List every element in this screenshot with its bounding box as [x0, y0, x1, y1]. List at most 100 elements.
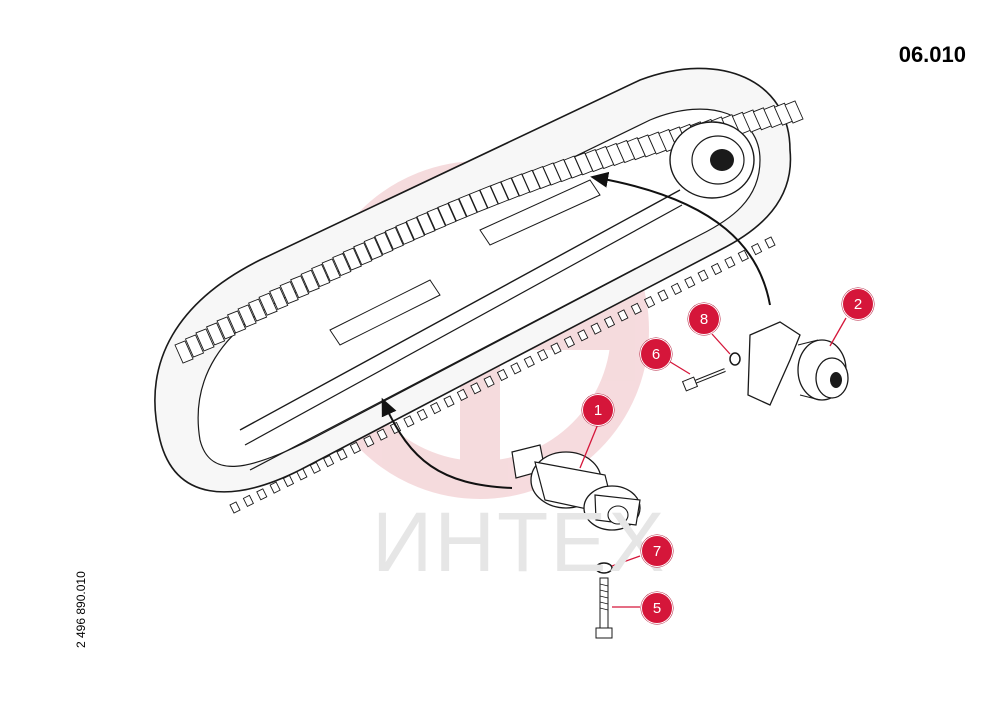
callout-7[interactable]: 7 [641, 535, 673, 567]
track-link [403, 415, 415, 428]
track-shoe [395, 221, 415, 245]
track-link [550, 342, 562, 355]
track-shoe [458, 193, 478, 218]
track-shoe [184, 334, 205, 358]
track-shoe [269, 286, 289, 310]
track-roller-drawing [511, 444, 641, 531]
sprocket [669, 121, 755, 199]
track-link [483, 375, 495, 388]
track-shoe [279, 281, 299, 305]
track-link [376, 428, 388, 441]
track-link [429, 401, 442, 415]
track-link [617, 309, 629, 322]
track-shoe [311, 263, 331, 288]
track-shoe [300, 269, 320, 293]
track-link [322, 454, 335, 468]
track-link [296, 468, 308, 481]
track-shoe [174, 340, 194, 364]
track-link [684, 276, 696, 289]
track-shoe [247, 298, 268, 322]
track-link [536, 348, 549, 362]
callout-6[interactable]: 6 [640, 338, 672, 370]
arrow-to-sprocket [590, 171, 771, 306]
track-shoe [384, 226, 404, 250]
track-shoe [437, 202, 457, 226]
track-inner-outline [197, 108, 761, 467]
track-link [630, 302, 642, 315]
track-shoe [363, 236, 383, 261]
track-shoe [447, 198, 468, 222]
track-shoe [342, 247, 362, 271]
spring-washer-drawing [729, 352, 741, 366]
callout-2[interactable]: 2 [842, 288, 874, 320]
track-shoe [784, 100, 804, 124]
track-link [470, 382, 482, 395]
track-link [416, 408, 428, 421]
track-link [737, 249, 749, 262]
track-link [349, 441, 362, 455]
frame-rail-low [249, 239, 691, 471]
track-shoe [321, 258, 341, 282]
track-shoe [500, 177, 520, 201]
frame-rail-top [239, 189, 681, 431]
track-link [724, 256, 736, 269]
drawing-number: 2 496 890.010 [74, 571, 88, 648]
track-shoe [374, 231, 394, 255]
bracket-bolt-drawing [681, 368, 726, 392]
arrow-to-frame [381, 397, 513, 489]
track-link [603, 315, 616, 329]
track-link [577, 329, 589, 342]
track-shoe [489, 181, 510, 205]
track-shoe [195, 328, 215, 352]
track-shoes [174, 100, 804, 514]
track-link [643, 295, 656, 309]
track-shoe [426, 207, 447, 231]
track-link [750, 242, 763, 256]
frame-rail-mid [244, 204, 683, 446]
callout-5[interactable]: 5 [641, 592, 673, 624]
track-shoe [258, 292, 278, 316]
track-link [710, 262, 723, 276]
track-shoe [332, 252, 352, 277]
track-link [456, 388, 469, 402]
carrier-roller-drawing [747, 321, 849, 406]
track-link [764, 236, 776, 249]
track-link [443, 395, 455, 408]
track-link [657, 289, 669, 302]
callout-1[interactable]: 1 [582, 394, 614, 426]
track-shoe [405, 216, 426, 241]
track-link [269, 481, 281, 494]
leader-lines [579, 317, 847, 608]
track-link [496, 368, 509, 382]
track-shoe [416, 212, 436, 236]
track-link [336, 448, 348, 461]
track-shoe [353, 242, 373, 266]
track-link [523, 355, 535, 368]
track-link [697, 269, 709, 282]
track-shoe [479, 185, 499, 209]
track-shoe [290, 275, 310, 299]
washer-drawing [595, 562, 613, 574]
track-link [363, 435, 375, 448]
track-link [282, 474, 295, 488]
track-shoe [216, 316, 236, 340]
frame-plate-right [479, 179, 601, 246]
track-link [256, 488, 268, 501]
callout-8[interactable]: 8 [688, 303, 720, 335]
track-link [590, 322, 602, 335]
track-link [229, 501, 241, 514]
track-shoe [468, 189, 489, 213]
track-shoe [237, 304, 257, 328]
track-link [510, 362, 522, 375]
track-link [670, 282, 683, 296]
track-shoe [226, 310, 247, 334]
watermark-text: ИНТЕХ [372, 495, 667, 589]
frame-plate-left [329, 279, 441, 346]
track-link [242, 494, 255, 508]
track-shoe [205, 322, 226, 346]
roller-bolt-drawing [595, 577, 613, 639]
track-link [563, 335, 576, 349]
track-assembly [154, 67, 804, 514]
